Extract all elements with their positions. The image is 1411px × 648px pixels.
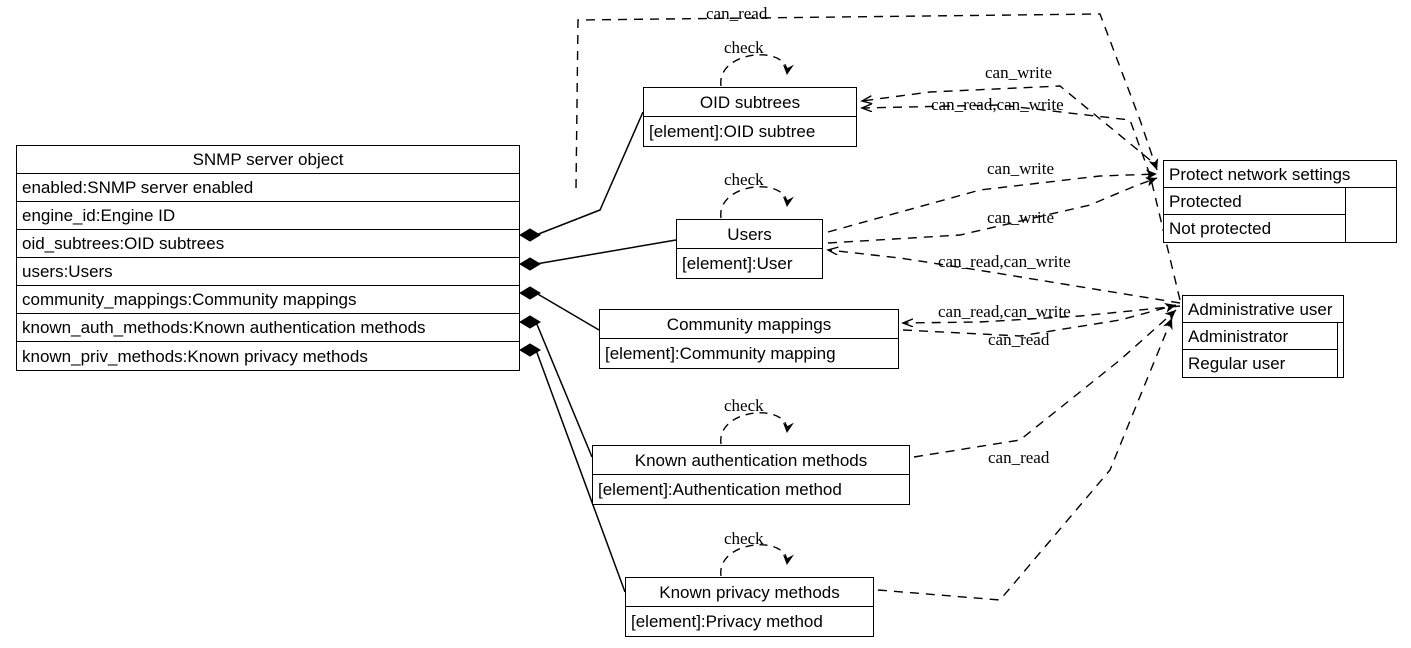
edge-label-can-write-users-protect: can_write xyxy=(987,159,1055,178)
edge-label-check-oid-subtrees: check xyxy=(724,38,764,57)
enum-title-administrative-user: Administrative user xyxy=(1183,296,1343,323)
class-title-known-authentication-methods: Known authentication methods xyxy=(593,446,909,475)
class-attribute-community-mapping-element: [element]:Community mapping xyxy=(600,339,898,368)
enum-value-protected: Protected xyxy=(1164,188,1346,215)
edge-label-check-known-authentication-methods: check xyxy=(724,396,764,415)
enum-value-administrator: Administrator xyxy=(1183,323,1338,350)
class-attribute-oid-subtree-element: [element]:OID subtree xyxy=(644,117,856,146)
class-title-oid-subtrees: OID subtrees xyxy=(644,88,856,117)
class-title-community-mappings: Community mappings xyxy=(600,310,898,339)
enum-value-not-protected: Not protected xyxy=(1164,215,1346,242)
class-attribute-community-mappings: community_mappings:Community mappings xyxy=(17,286,519,314)
class-attribute-enabled: enabled:SNMP server enabled xyxy=(17,174,519,202)
enum-box-administrative-user[interactable]: Administrative user Administrator Regula… xyxy=(1182,295,1344,378)
edge-label-can-read-can-write-oid-subtrees: can_read,can_write xyxy=(931,95,1064,114)
class-title-users: Users xyxy=(677,220,822,249)
edge-label-check-known-privacy-methods: check xyxy=(724,529,764,548)
class-attribute-known-auth-methods: known_auth_methods:Known authentication … xyxy=(17,314,519,342)
class-box-snmp-server-object[interactable]: SNMP server object enabled:SNMP server e… xyxy=(16,145,520,371)
edge-label-can-read-can-write-community-mappings: can_read,can_write xyxy=(938,302,1071,321)
class-attribute-known-priv-methods: known_priv_methods:Known privacy methods xyxy=(17,342,519,370)
class-attribute-privacy-method-element: [element]:Privacy method xyxy=(626,607,873,636)
enum-value-regular-user: Regular user xyxy=(1183,350,1338,377)
edge-label-check-users: check xyxy=(724,170,764,189)
class-attribute-user-element: [element]:User xyxy=(677,249,822,278)
class-box-oid-subtrees[interactable]: OID subtrees [element]:OID subtree xyxy=(643,87,857,147)
class-box-community-mappings[interactable]: Community mappings [element]:Community m… xyxy=(599,309,899,369)
class-title-snmp-server-object: SNMP server object xyxy=(17,146,519,174)
enum-box-protect-network-settings[interactable]: Protect network settings Protected Not p… xyxy=(1163,160,1397,243)
class-attribute-engine-id: engine_id:Engine ID xyxy=(17,202,519,230)
edge-label-can-write-users-second: can_write xyxy=(987,208,1055,227)
class-attribute-authentication-method-element: [element]:Authentication method xyxy=(593,475,909,504)
class-attribute-oid-subtrees: oid_subtrees:OID subtrees xyxy=(17,230,519,258)
class-box-known-privacy-methods[interactable]: Known privacy methods [element]:Privacy … xyxy=(625,577,874,637)
edge-label-can-read-top: can_read xyxy=(706,4,768,23)
edge-label-can-read-community-mappings: can_read xyxy=(988,330,1050,349)
class-attribute-users: users:Users xyxy=(17,258,519,286)
class-box-known-authentication-methods[interactable]: Known authentication methods [element]:A… xyxy=(592,445,910,505)
edge-label-can-read-known-authentication-methods: can_read xyxy=(988,448,1050,467)
enum-title-protect-network-settings: Protect network settings xyxy=(1164,161,1396,188)
class-box-users[interactable]: Users [element]:User xyxy=(676,219,823,279)
edge-label-can-read-can-write-users: can_read,can_write xyxy=(938,252,1071,271)
class-title-known-privacy-methods: Known privacy methods xyxy=(626,578,873,607)
edge-label-can-write-oid-subtrees: can_write xyxy=(985,63,1053,82)
